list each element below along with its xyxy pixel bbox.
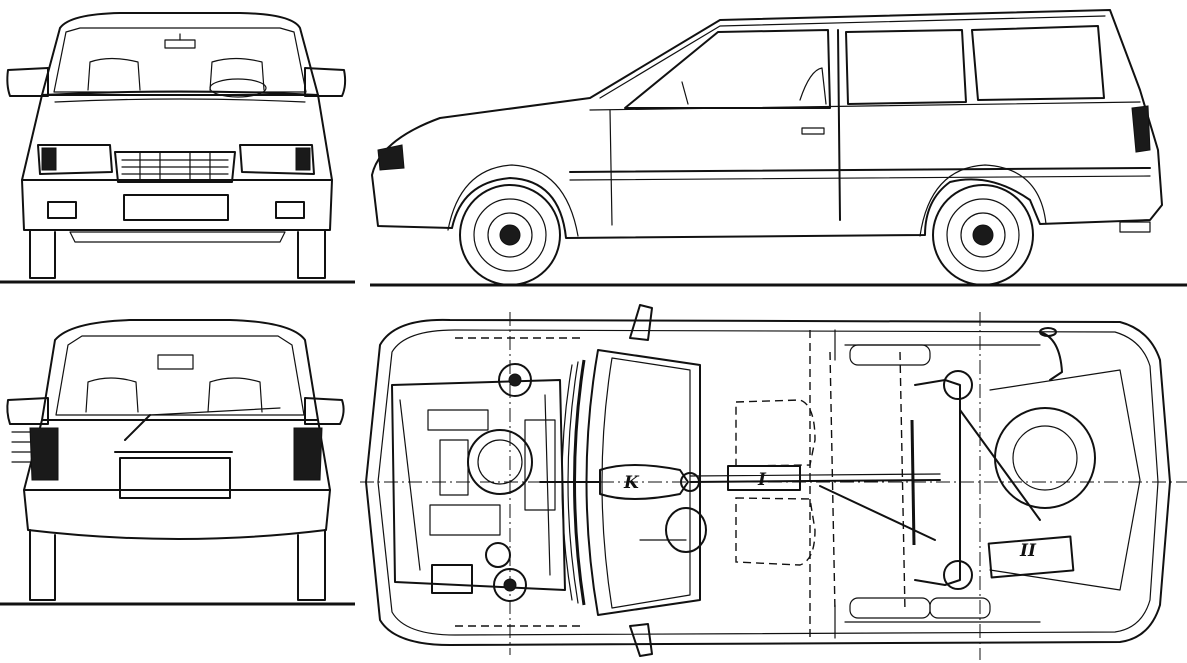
label-k: K [623,473,640,493]
label-ii: II [1019,541,1037,561]
side-view [370,9,1187,287]
top-cutaway-view [360,304,1187,660]
rear-view [0,319,355,606]
front-view [0,12,355,284]
label-i: I [757,470,767,490]
